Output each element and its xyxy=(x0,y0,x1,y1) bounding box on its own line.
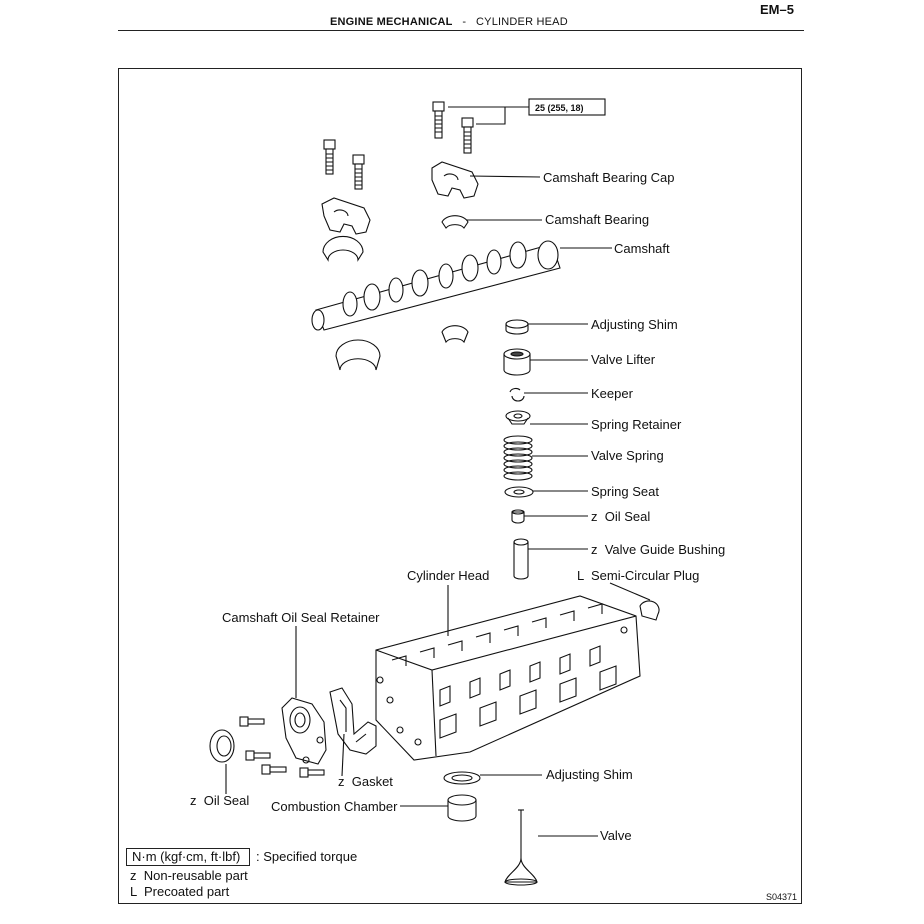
header-section: ENGINE MECHANICAL xyxy=(330,16,453,28)
label-keeper: Keeper xyxy=(591,386,634,401)
header-rule xyxy=(118,30,804,31)
camshaft-bearing-cap-icon xyxy=(431,161,479,199)
label-combustion-chamber: Combustion Chamber xyxy=(271,799,398,814)
camshaft-bearing-icon xyxy=(335,339,381,371)
diagram-frame xyxy=(118,68,802,904)
retainer-bolt-icon xyxy=(261,764,287,775)
label-camshaft-oil-seal-retainer: Camshaft Oil Seal Retainer xyxy=(222,610,380,625)
spring-seat-icon xyxy=(504,486,534,498)
label-spring-retainer: Spring Retainer xyxy=(591,417,682,432)
semi-circular-plug-icon xyxy=(639,600,660,621)
label-valve-oil-seal: z Oil Seal xyxy=(591,509,650,524)
bearing-cap-bolt-icon xyxy=(432,101,445,139)
retainer-bolt-icon xyxy=(239,716,265,727)
legend-torque-box xyxy=(126,848,250,866)
valve-lifter-icon xyxy=(503,348,531,376)
label-front-oil-seal: z Oil Seal xyxy=(190,793,249,808)
page-number: EM–5 xyxy=(760,2,794,17)
gasket-icon xyxy=(329,687,377,755)
torque-leader xyxy=(476,106,529,125)
torque-spec-text: 25 (255, 18) xyxy=(535,103,584,113)
valve-oil-seal-icon xyxy=(511,509,525,524)
label-spring-seat: Spring Seat xyxy=(591,484,659,499)
label-adjusting-shim-lower: Adjusting Shim xyxy=(546,767,633,782)
bearing-cap-bolt-icon xyxy=(352,154,365,190)
legend-non-reusable: z Non-reusable part xyxy=(130,868,248,883)
label-camshaft-bearing-cap: Camshaft Bearing Cap xyxy=(543,170,675,185)
cylinder-head-icon xyxy=(375,595,641,761)
keeper-icon xyxy=(509,387,525,402)
legend-torque-desc: : Specified torque xyxy=(256,849,358,864)
camshaft-icon xyxy=(311,240,561,331)
label-valve-guide-bushing: z Valve Guide Bushing xyxy=(591,542,725,557)
bearing-cap-bolt-icon xyxy=(323,139,336,175)
figure-id: S04371 xyxy=(766,892,797,902)
header-separator: - xyxy=(462,16,467,28)
camshaft-bearing-icon xyxy=(441,215,469,229)
camshaft-oil-seal-retainer-icon xyxy=(281,697,327,765)
label-valve-spring: Valve Spring xyxy=(591,448,664,463)
valve-icon xyxy=(504,809,538,886)
label-valve: Valve xyxy=(600,828,632,843)
label-gasket: z Gasket xyxy=(338,774,393,789)
camshaft-bearing-icon xyxy=(322,235,364,262)
bearing-cap-bolt-icon xyxy=(461,117,474,154)
legend-precoated: L Precoated part xyxy=(130,884,230,899)
retainer-bolt-icon xyxy=(299,767,325,778)
label-semi-circular-plug: L Semi-Circular Plug xyxy=(577,568,699,583)
label-cylinder-head: Cylinder Head xyxy=(407,568,489,583)
label-camshaft: Camshaft xyxy=(614,241,670,256)
combustion-chamber-icon xyxy=(447,794,477,822)
adjusting-shim-lower-icon xyxy=(443,771,481,785)
camshaft-bearing-icon xyxy=(441,325,469,344)
legend-torque-unit: N·m (kgf·cm, ft·lbf) xyxy=(132,849,241,864)
label-adjusting-shim-upper: Adjusting Shim xyxy=(591,317,678,332)
label-valve-lifter: Valve Lifter xyxy=(591,352,656,367)
label-camshaft-bearing: Camshaft Bearing xyxy=(545,212,649,227)
spring-retainer-icon xyxy=(505,410,531,425)
header-title: ENGINE MECHANICAL - CYLINDER HEAD xyxy=(330,16,568,28)
header-subsection: CYLINDER HEAD xyxy=(476,16,568,28)
valve-spring-icon xyxy=(503,435,533,481)
front-oil-seal-icon xyxy=(209,729,235,763)
camshaft-bearing-cap-icon xyxy=(321,197,371,235)
adjusting-shim-upper-icon xyxy=(505,319,529,335)
valve-guide-bushing-icon xyxy=(513,538,529,580)
retainer-bolt-icon xyxy=(245,750,271,761)
